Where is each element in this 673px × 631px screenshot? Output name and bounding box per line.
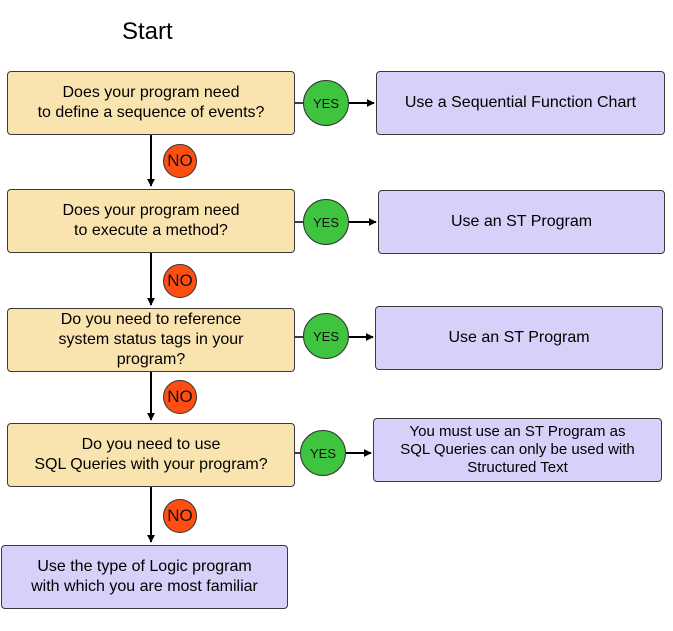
question-box-1: Does your program need to define a seque… [7, 71, 295, 135]
answer-box-2: Use an ST Program [378, 190, 665, 254]
no-circle-1: NO [163, 144, 197, 178]
yes-circle-4: YES [300, 430, 346, 476]
yes-circle-3: YES [303, 313, 349, 359]
question-box-3: Do you need to reference system status t… [7, 308, 295, 372]
no-circle-4: NO [163, 499, 197, 533]
no-circle-2: NO [163, 264, 197, 298]
answer-box-1: Use a Sequential Function Chart [376, 71, 665, 135]
start-title: Start [122, 18, 173, 45]
question-box-4: Do you need to use SQL Queries with your… [7, 423, 295, 487]
question-box-2: Does your program need to execute a meth… [7, 189, 295, 253]
answer-box-4: You must use an ST Program as SQL Querie… [373, 418, 662, 482]
final-box: Use the type of Logic program with which… [1, 545, 288, 609]
answer-box-3: Use an ST Program [375, 306, 663, 370]
yes-circle-2: YES [303, 199, 349, 245]
no-circle-3: NO [163, 380, 197, 414]
yes-circle-1: YES [303, 80, 349, 126]
